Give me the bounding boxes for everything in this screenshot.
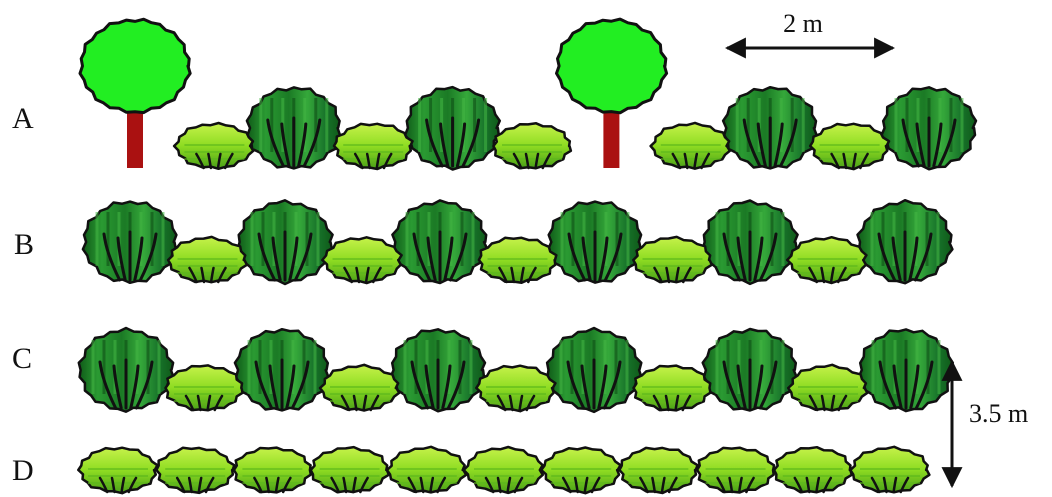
large-shrub-icon: [247, 87, 340, 168]
small-shrub-icon: [810, 124, 889, 169]
large-shrub-icon: [548, 202, 641, 283]
small-shrub-icon: [850, 447, 929, 493]
planting-row-b: [83, 200, 953, 284]
small-shrub-icon: [234, 448, 311, 493]
small-shrub-icon: [387, 447, 466, 493]
small-shrub-icon: [697, 448, 774, 493]
plant-spacing-label: 2 m: [783, 9, 823, 38]
small-shrub-icon: [166, 365, 243, 410]
row-label-a: A: [12, 102, 34, 135]
large-shrub-icon: [235, 329, 329, 410]
small-shrub-icon: [774, 447, 852, 492]
small-shrub-icon: [787, 237, 866, 283]
row-label-d: D: [12, 454, 34, 487]
small-shrub-icon: [479, 238, 556, 283]
row-spacing-dimension: 3.5 m: [952, 362, 1028, 486]
plant-spacing-dimension: 2 m: [727, 9, 893, 48]
small-shrub-icon: [464, 447, 543, 493]
small-shrub-icon: [334, 124, 413, 169]
large-shrub-icon: [703, 201, 798, 284]
large-shrub-icon: [859, 329, 953, 411]
large-shrub-icon: [83, 202, 176, 283]
small-shrub-icon: [156, 448, 234, 493]
large-shrub-icon: [547, 328, 641, 412]
large-shrub-icon: [238, 200, 333, 284]
large-shrub-icon: [392, 200, 487, 283]
row-label-b: B: [14, 228, 34, 261]
large-shrub-icon: [391, 329, 486, 411]
small-shrub-icon: [174, 123, 253, 169]
large-shrub-icon: [405, 87, 500, 169]
large-shrub-icon: [858, 200, 953, 283]
small-shrub-icon: [634, 366, 711, 411]
small-shrub-icon: [619, 448, 697, 493]
row-spacing-label: 3.5 m: [969, 399, 1028, 428]
small-shrub-icon: [651, 123, 730, 169]
small-shrub-icon: [322, 237, 401, 283]
small-shrub-icon: [493, 123, 571, 168]
planting-row-c: [79, 328, 953, 412]
small-shrub-icon: [320, 365, 399, 411]
planting-row-d: [78, 447, 929, 493]
row-label-c: C: [12, 342, 32, 375]
small-shrub-icon: [311, 447, 389, 492]
large-shrub-icon: [703, 329, 797, 411]
planting-row-a: [80, 19, 976, 169]
small-shrub-icon: [788, 365, 867, 411]
small-shrub-icon: [541, 448, 620, 494]
small-shrub-icon: [476, 366, 555, 412]
small-shrub-icon: [633, 237, 712, 282]
small-shrub-icon: [78, 448, 157, 494]
large-shrub-icon: [723, 87, 817, 168]
small-shrub-icon: [168, 237, 247, 282]
large-shrub-icon: [79, 328, 174, 412]
large-shrub-icon: [882, 87, 977, 169]
